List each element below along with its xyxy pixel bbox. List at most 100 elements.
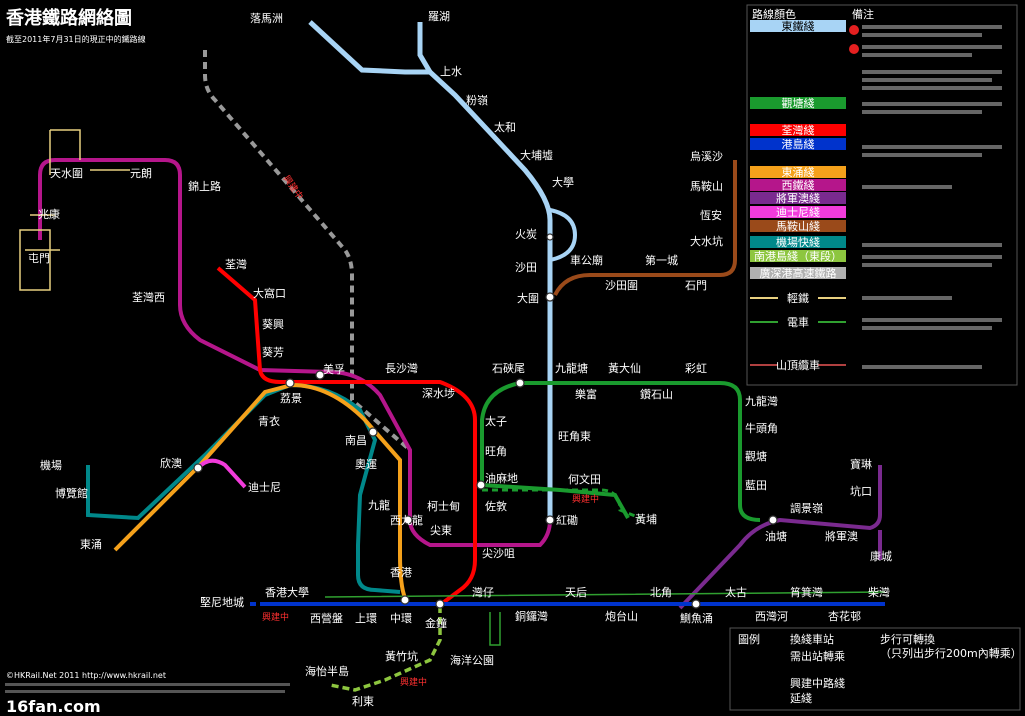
svg-text:大埔墟: 大埔墟 [520,148,553,162]
legend-swatch-express-rail [750,267,846,279]
svg-text:康城: 康城 [870,549,892,563]
legend-label-light-rail: 輕鐵 [787,291,809,305]
svg-text:炮台山: 炮台山 [605,609,638,623]
svg-text:柴灣: 柴灣 [868,585,890,599]
svg-text:調景嶺: 調景嶺 [790,501,823,515]
svg-text:油塘: 油塘 [765,529,787,543]
svg-text:上水: 上水 [440,65,462,78]
svg-text:杏花邨: 杏花邨 [828,610,861,623]
svg-text:油麻地: 油麻地 [485,471,518,485]
svg-text:機場: 機場 [40,458,62,472]
svg-text:大學: 大學 [552,175,574,189]
svg-text:寶琳: 寶琳 [850,457,872,471]
east-rail-line [308,20,553,520]
map-title: 香港鐵路網絡圖 [5,7,132,29]
svg-text:何文田: 何文田 [568,472,601,486]
legend-label-west-rail: 西鐵綫 [782,178,815,192]
svg-text:藍田: 藍田 [745,479,767,492]
legend-label-bg-peak-tram [778,358,818,371]
svg-text:太子: 太子 [485,415,507,428]
legend-swatch-tung-chung [750,166,846,178]
map-subtitle: 截至2011年7月31日的現正中的鐵路線 [6,34,146,44]
svg-text:荃灣西: 荃灣西 [132,290,165,304]
svg-text:西九龍: 西九龍 [390,513,423,527]
svg-text:太和: 太和 [494,121,516,134]
svg-text:香港: 香港 [390,566,412,579]
copyright: ©HKRail.Net 2011 http://www.hkrail.net [6,671,166,680]
svg-text:坑口: 坑口 [850,484,872,498]
svg-text:落馬洲: 落馬洲 [250,12,283,25]
bottom-legend: 圖例 換綫車站 步行可轉換 （只列出步行200m內轉乘） 需出站轉乘 興建中路綫… [729,627,1022,711]
svg-text:長沙灣: 長沙灣 [385,362,418,375]
svg-text:鑽石山: 鑽石山 [640,387,673,401]
svg-text:南昌: 南昌 [345,434,367,447]
svg-text:奧運: 奧運 [355,458,377,471]
svg-text:樂富: 樂富 [575,387,597,401]
ma-on-shan-line [553,160,737,296]
svg-text:步行可轉換: 步行可轉換 [880,633,935,646]
legend-swatch-west-rail [750,179,846,191]
east-rail-racecourse-loop [549,208,578,262]
svg-text:觀塘: 觀塘 [745,449,767,463]
legend-swatch-airport [750,236,846,248]
legend-label-south-island: 南港島綫（東段） [754,249,842,263]
kwun-tong-line [480,381,761,522]
svg-text:車公廟: 車公廟 [570,253,603,267]
legend-label-bg-tram [778,315,818,328]
svg-text:九龍灣: 九龍灣 [745,394,778,408]
legend-label-ma-on-shan: 馬鞍山綫 [776,219,820,233]
legend-label-kwun-tong: 觀塘綫 [782,96,815,110]
svg-text:紅磡: 紅磡 [556,514,578,527]
tung-chung-line [113,382,407,599]
svg-text:佐敦: 佐敦 [485,499,507,513]
svg-text:銅鑼灣: 銅鑼灣 [515,609,548,623]
legend-heading: 路線顏色 [752,7,796,21]
svg-text:（只列出步行200m內轉乘）: （只列出步行200m內轉乘） [880,646,1022,660]
svg-text:大窩口: 大窩口 [253,286,286,300]
svg-text:羅湖: 羅湖 [428,10,450,23]
svg-text:天水圍: 天水圍 [50,167,83,180]
svg-text:興建中路綫: 興建中路綫 [790,676,845,690]
svg-text:迪士尼: 迪士尼 [248,481,281,494]
svg-text:葵芳: 葵芳 [262,345,284,359]
svg-text:兆康: 兆康 [38,207,60,221]
svg-text:黃竹坑: 黃竹坑 [385,649,418,663]
svg-text:北角: 北角 [650,586,672,599]
tsuen-wan-line [216,266,477,607]
svg-text:九龍塘: 九龍塘 [555,361,588,375]
svg-text:牛頭角: 牛頭角 [745,421,778,435]
svg-text:柯士甸: 柯士甸 [427,500,460,513]
svg-text:延綫: 延綫 [790,692,812,705]
svg-text:金鐘: 金鐘 [425,616,447,630]
tram-line [324,591,886,646]
svg-text:彩虹: 彩虹 [685,362,707,375]
legend-swatch-kwun-tong [750,97,846,109]
svg-text:荔景: 荔景 [280,392,302,405]
svg-text:馬鞍山: 馬鞍山 [690,179,723,193]
legend-swatch-south-island [750,250,846,262]
express-rail-line [203,50,412,520]
svg-text:尖沙咀: 尖沙咀 [482,547,515,560]
legend-label-disney: 迪士尼綫 [776,206,820,219]
svg-text:太古: 太古 [725,586,747,599]
svg-text:香港大學: 香港大學 [265,585,309,599]
svg-text:九龍: 九龍 [368,498,390,512]
svg-text:興建中: 興建中 [262,611,289,623]
svg-text:堅尼地城: 堅尼地城 [200,596,244,609]
svg-text:東涌: 東涌 [80,538,102,551]
svg-text:圖例: 圖例 [738,632,760,646]
svg-text:粉嶺: 粉嶺 [466,94,488,107]
svg-text:火炭: 火炭 [515,228,537,241]
legend-swatch-east-rail [750,20,846,32]
svg-text:第一城: 第一城 [645,253,678,267]
svg-text:中環: 中環 [390,612,412,625]
tseung-kwan-o-line [678,465,882,610]
svg-text:錦上路: 錦上路 [188,179,221,193]
svg-text:尖東: 尖東 [430,524,452,537]
station-markers [193,233,778,609]
legend-label-island: 港島綫 [782,137,815,151]
svg-text:利東: 利東 [352,695,374,708]
svg-text:欣澳: 欣澳 [160,456,182,470]
svg-text:西灣河: 西灣河 [755,610,788,623]
legend-label-bg-light-rail [778,291,818,304]
